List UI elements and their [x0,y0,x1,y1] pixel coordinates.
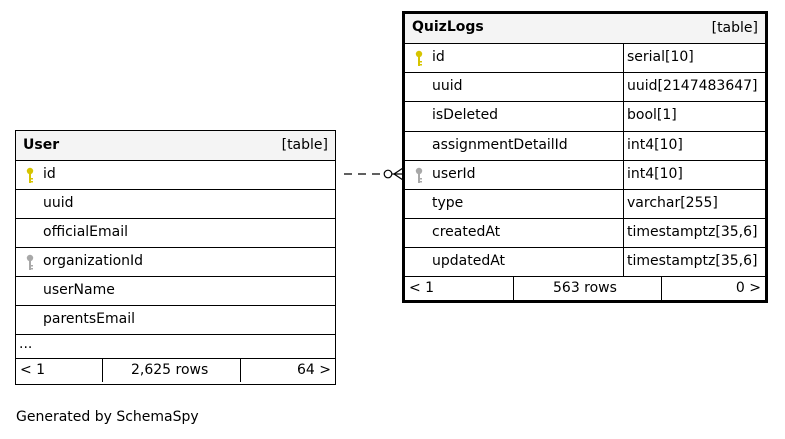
column-name: parentsEmail [43,311,136,327]
footer-next-page: 64 > [297,362,331,378]
column-row: userId int4[10] [405,161,765,190]
column-name: uuid [43,195,74,211]
quizlogs-table-name: QuizLogs [412,19,484,35]
column-type: bool[1] [627,107,677,123]
column-type: uuid[2147483647] [627,78,758,94]
user-table-kind: [table] [281,137,328,153]
column-name: id [432,49,445,65]
column-row: parentsEmail [16,306,335,335]
user-table-ellipsis-row: ... [16,335,335,359]
generated-by-label: Generated by SchemaSpy [16,409,199,425]
column-row: id serial[10] [405,44,765,73]
user-table-name: User [23,137,60,153]
column-name: updatedAt [432,253,506,269]
column-name: assignmentDetailId [432,137,568,153]
column-type: int4[10] [627,137,683,153]
ellipsis-text: ... [19,336,33,352]
user-table-header: User [table] [16,131,335,161]
column-row: updatedAt timestamptz[35,6] [405,248,765,277]
quizlogs-table-footer: < 1 563 rows 0 > [405,277,765,300]
footer-prev-page: < 1 [409,280,435,296]
column-name: id [43,166,56,182]
quizlogs-table: QuizLogs [table] id serial[10] uuid uuid[21… [402,11,768,303]
column-row: uuid uuid[2147483647] [405,73,765,102]
column-type: serial[10] [627,49,694,65]
column-row: userName [16,277,335,306]
column-name: type [432,195,464,211]
foreign-key-icon [415,167,423,183]
column-row: organizationId [16,248,335,277]
column-type: timestamptz[35,6] [627,224,758,240]
footer-row-count: 563 rows [553,280,617,296]
column-name: userName [43,282,115,298]
column-row: createdAt timestamptz[35,6] [405,219,765,248]
column-name: userId [432,166,476,182]
column-row: type varchar[255] [405,190,765,219]
column-name: createdAt [432,224,501,240]
column-type: int4[10] [627,166,683,182]
footer-next-page: 0 > [735,280,761,296]
column-row: id [16,161,335,190]
footer-prev-page: < 1 [20,362,46,378]
column-type: varchar[255] [627,195,718,211]
column-name: organizationId [43,253,144,269]
footer-row-count: 2,625 rows [131,362,209,378]
quizlogs-table-header: QuizLogs [table] [405,14,765,44]
user-table: User [table] id uuid officialEmail organiza… [15,130,336,385]
column-row: isDeleted bool[1] [405,102,765,132]
foreign-key-icon [26,254,34,270]
column-row: assignmentDetailId int4[10] [405,132,765,161]
quizlogs-table-kind: [table] [711,20,758,36]
primary-key-icon [26,167,34,183]
column-name: uuid [432,78,463,94]
primary-key-icon [415,50,423,66]
column-name: officialEmail [43,224,128,240]
column-type: timestamptz[35,6] [627,253,758,269]
column-row: uuid [16,190,335,219]
column-row: officialEmail [16,219,335,248]
user-table-footer: < 1 2,625 rows 64 > [16,359,335,382]
column-name: isDeleted [432,107,499,123]
